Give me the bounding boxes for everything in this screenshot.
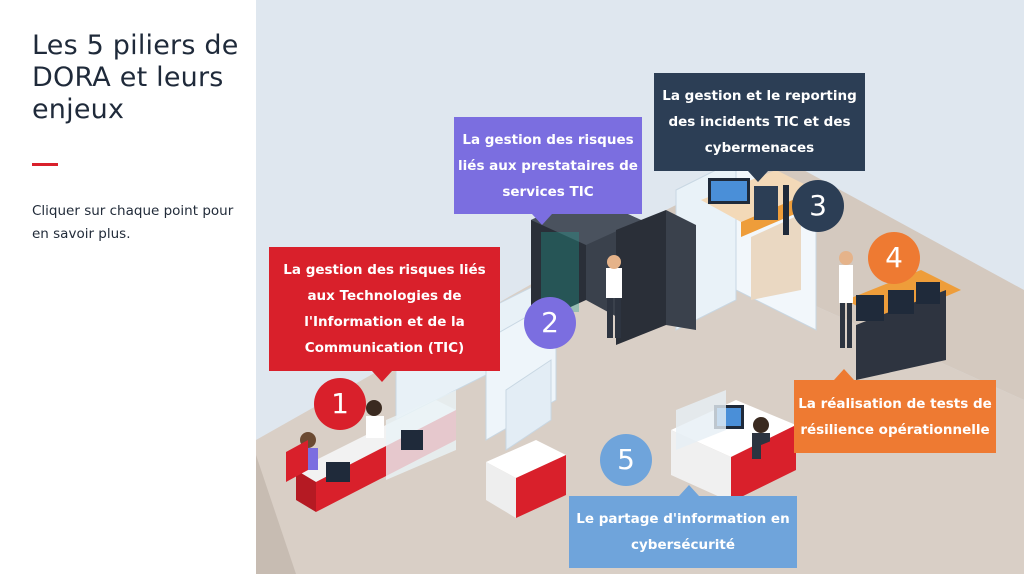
isometric-office-scene: La gestion des risques liés aux Technolo… [256, 0, 1024, 574]
pillar-3-marker[interactable]: 3 [792, 180, 844, 232]
page-title: Les 5 piliers de DORA et leurs enjeux [32, 30, 239, 125]
pillar-3-pointer [748, 171, 768, 182]
pillar-4-marker[interactable]: 4 [868, 232, 920, 284]
pillar-5-info-box: Le partage d'information en cybersécurit… [569, 496, 797, 568]
instruction-text: Cliquer sur chaque point pour en savoir … [32, 203, 234, 242]
pillar-1-label: La gestion des risques liés aux Technolo… [283, 262, 486, 356]
sidebar: Les 5 piliers de DORA et leurs enjeux Cl… [0, 0, 256, 574]
title-accent-bar [32, 163, 58, 166]
pillar-2-label: La gestion des risques liés aux prestata… [458, 131, 638, 200]
pillar-2-marker[interactable]: 2 [524, 297, 576, 349]
pillar-3-label: La gestion et le reporting des incidents… [662, 88, 857, 156]
pillar-1-info-box: La gestion des risques liés aux Technolo… [269, 247, 500, 371]
pillar-5-marker[interactable]: 5 [600, 434, 652, 486]
pillar-2-pointer [532, 214, 552, 225]
pillar-4-pointer [834, 369, 854, 380]
pillar-2-info-box: La gestion des risques liés aux prestata… [454, 117, 642, 214]
pillar-1-marker[interactable]: 1 [314, 378, 366, 430]
pillar-4-label: La réalisation de tests de résilience op… [798, 395, 992, 438]
pillar-5-label: Le partage d'information en cybersécurit… [576, 511, 790, 553]
pillar-4-info-box: La réalisation de tests de résilience op… [794, 380, 996, 453]
pillar-3-info-box: La gestion et le reporting des incidents… [654, 73, 865, 171]
pillar-1-pointer [372, 371, 392, 382]
pillar-5-pointer [679, 485, 699, 496]
